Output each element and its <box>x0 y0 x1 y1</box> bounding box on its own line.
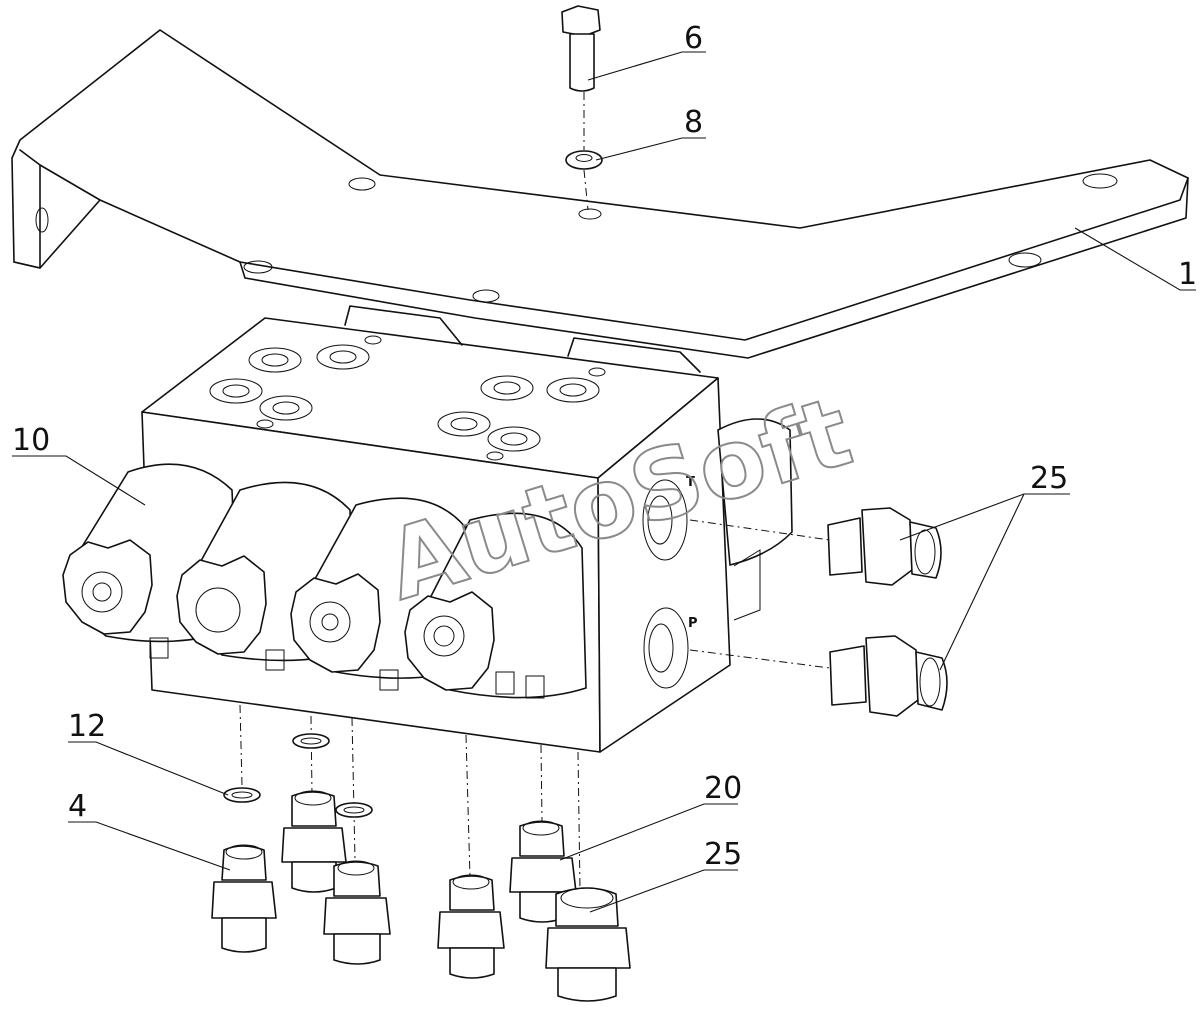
fitting-t-port <box>827 507 942 586</box>
mounting-bracket <box>11 29 1189 359</box>
port-p: P <box>643 607 698 689</box>
callout-10: 10 <box>12 423 50 458</box>
callout-labels: 6 8 1 10 25 12 4 20 25 <box>12 21 1197 872</box>
fitting-p-port <box>829 635 948 717</box>
callout-12: 12 <box>68 709 106 744</box>
port-t: T <box>642 475 695 561</box>
fitting-bottom-4 <box>437 874 505 979</box>
o-ring-3 <box>335 802 373 818</box>
callout-25-lower: 25 <box>704 837 742 872</box>
callout-4: 4 <box>68 789 87 824</box>
fitting-bottom-3 <box>323 860 391 965</box>
callout-8: 8 <box>684 105 703 140</box>
washer <box>565 150 603 170</box>
callout-6: 6 <box>684 21 703 56</box>
bolt <box>561 5 601 92</box>
svg-text:P: P <box>688 616 698 631</box>
fitting-bottom-2 <box>281 790 347 893</box>
callout-1: 1 <box>1178 257 1197 292</box>
o-ring-1 <box>223 787 261 803</box>
fitting-bottom-6 <box>545 887 631 1002</box>
fitting-bottom-1 <box>211 844 277 953</box>
cap-screws <box>209 335 606 461</box>
callout-20: 20 <box>704 771 742 806</box>
svg-text:T: T <box>686 475 695 490</box>
callout-25-upper: 25 <box>1030 461 1068 496</box>
o-ring-2 <box>292 733 330 749</box>
leader-lines <box>12 51 1196 913</box>
solenoid-coil-4 <box>404 512 587 699</box>
fitting-bottom-5 <box>509 820 577 923</box>
